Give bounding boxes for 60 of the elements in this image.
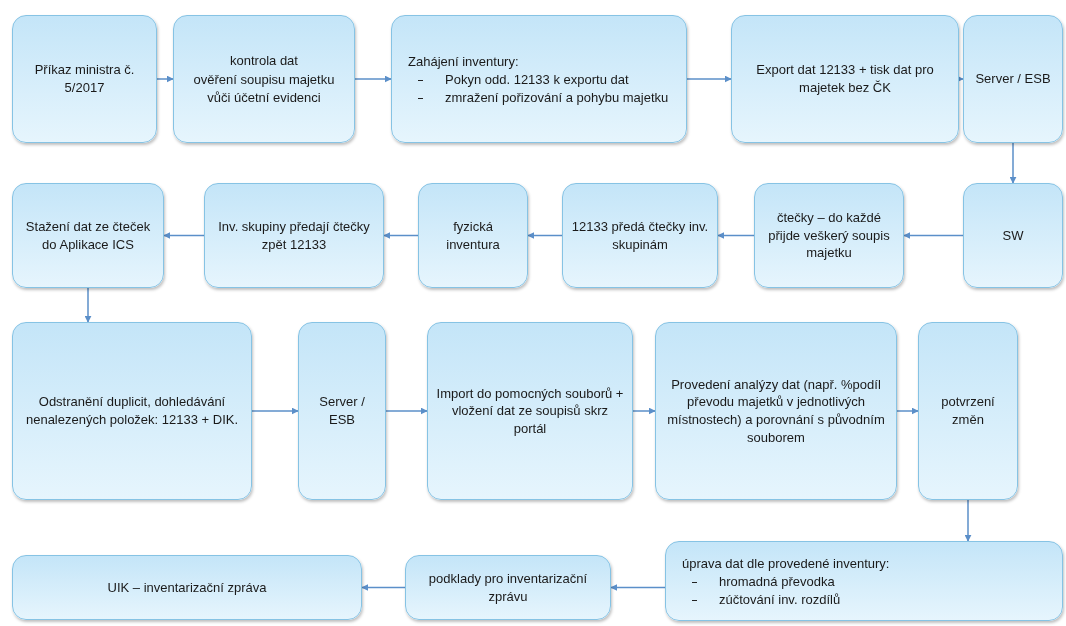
arrow bbox=[964, 499, 972, 542]
list-item-text: hromadná převodka bbox=[719, 573, 835, 591]
box-heading: úprava dat dle provedené inventury: bbox=[682, 554, 890, 573]
process-box bbox=[655, 322, 897, 500]
arrow bbox=[717, 232, 755, 239]
process-box bbox=[963, 15, 1063, 143]
arrow bbox=[896, 407, 919, 415]
box-text: kontrola dat bbox=[230, 51, 298, 70]
arrow bbox=[610, 584, 666, 591]
process-box bbox=[391, 15, 687, 143]
arrow bbox=[903, 232, 964, 239]
box-text: Import do pomocných souborů + vložení dat ze soupisů skrz portál bbox=[436, 384, 624, 438]
box-text: fyzická inventura bbox=[445, 217, 501, 254]
process-box bbox=[418, 183, 528, 288]
box-text: Příkaz ministra č. 5/2017 bbox=[33, 61, 136, 97]
arrow bbox=[156, 75, 174, 83]
arrow bbox=[84, 287, 92, 323]
process-box bbox=[754, 183, 904, 288]
arrow bbox=[527, 232, 563, 239]
process-box bbox=[562, 183, 718, 288]
box-text: podklady pro inventarizační zprávu bbox=[427, 569, 589, 606]
box-text: 12133 předá čtečky inv. skupinám bbox=[571, 217, 709, 254]
arrow bbox=[686, 75, 732, 83]
box-text: SW bbox=[1002, 226, 1024, 245]
box-text: Provedení analýzy dat (např. %podíl převodu majetků v jednotlivých místnostech) a porovnání s původním souborem bbox=[666, 375, 886, 447]
box-text: potvrzení změn bbox=[940, 393, 996, 429]
process-box bbox=[427, 322, 633, 500]
box-text: ověření soupisu majetku vůči účetní evidenci bbox=[192, 71, 336, 107]
process-box bbox=[963, 183, 1063, 288]
list-item-text: Pokyn odd. 12133 k exportu dat bbox=[445, 71, 629, 89]
process-box bbox=[918, 322, 1018, 500]
box-text: Server / ESB bbox=[975, 70, 1051, 88]
process-box bbox=[12, 555, 362, 620]
process-box bbox=[204, 183, 384, 288]
box-text: Server / ESB bbox=[318, 393, 366, 429]
process-box bbox=[731, 15, 959, 143]
box-heading: Zahájení inventury: bbox=[408, 52, 519, 71]
arrow bbox=[385, 407, 428, 415]
list-item-text: zúčtování inv. rozdílů bbox=[719, 590, 841, 609]
arrow bbox=[632, 407, 656, 415]
box-text: Odstranění duplicit, dohledávání nenalezených položek: 12133 + DIK. bbox=[24, 393, 240, 429]
process-box bbox=[665, 541, 1063, 621]
box-text: čtečky – do každé přijde veškerý soupis majetku bbox=[767, 209, 891, 262]
process-box bbox=[405, 555, 611, 620]
list-item-text: zmražení pořizování a pohybu majetku bbox=[445, 88, 669, 107]
process-box bbox=[12, 183, 164, 288]
process-box bbox=[298, 322, 386, 500]
box-text: Inv. skupiny předají čtečky zpět 12133 bbox=[217, 217, 371, 254]
arrow bbox=[383, 232, 419, 239]
process-box bbox=[173, 15, 355, 143]
process-box bbox=[12, 322, 252, 500]
box-text: UIK – inventarizační zpráva bbox=[107, 578, 267, 597]
arrow bbox=[361, 584, 406, 591]
arrow bbox=[1009, 142, 1017, 184]
arrow bbox=[354, 75, 392, 83]
box-text: Stažení dat ze čteček do Aplikace ICS bbox=[24, 217, 152, 254]
arrow bbox=[163, 232, 205, 239]
box-text: Export dat 12133 + tisk dat pro majetek bez ČK bbox=[755, 61, 935, 97]
process-box bbox=[12, 15, 157, 143]
arrow bbox=[251, 407, 299, 415]
